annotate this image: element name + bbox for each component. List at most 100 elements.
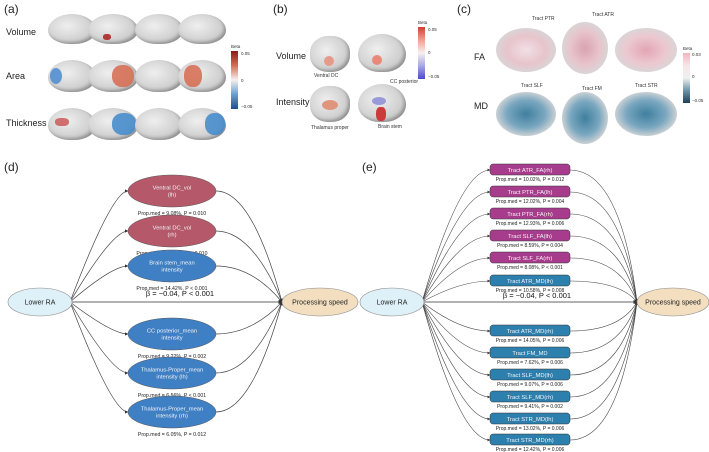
mediator-node-e-10: [489, 412, 571, 425]
panel-d-label: (d): [4, 160, 19, 174]
label-ventral-dc: Ventral DC: [314, 73, 339, 79]
mediator-node-e-5: [489, 274, 571, 287]
mediator-stat-e-1: Prop.med = 12.02%, P = 0.004: [496, 199, 565, 205]
edge-e-out-2: [569, 213, 638, 303]
mediator-label-d-5: intensity (rh): [156, 413, 188, 419]
mediator-label-e-2: Tract PTR_FA(rh): [507, 212, 553, 218]
edge-d-out-4: [215, 301, 283, 374]
thickness-red-highlight: [55, 118, 69, 126]
mediator-stat-e-6: Prop.med = 14.05%, P = 0.006: [496, 338, 565, 344]
diagram-e: Tract ATR_FA(rh)Prop.med = 10.02%, P = 0…: [359, 163, 709, 452]
edge-e-in-7: [421, 301, 491, 355]
edge-d-out-0: [215, 190, 283, 303]
colorbar-b: [418, 27, 425, 79]
mediator-stat-e-4: Prop.med = 8.08%, P < 0.001: [497, 265, 563, 271]
edge-d-in-0: [69, 189, 129, 303]
mediator-stat-e-3: Prop.med = 8.59%, P = 0.004: [497, 243, 563, 249]
row-label-fa: FA: [474, 52, 486, 62]
mediator-node-e-4: [489, 251, 571, 264]
edge-e-out-7: [569, 301, 638, 354]
area-red-highlight: [112, 65, 134, 87]
node-processing-speed-d-label: Processing speed: [292, 300, 348, 307]
volume-highlight: [103, 34, 111, 40]
mediator-label-e-3: Tract SLF_FA(lh): [508, 234, 552, 240]
area-red-highlight-rh: [184, 65, 202, 87]
label-brain-stem: Brain stem: [378, 124, 402, 130]
edge-d-out-1: [215, 230, 283, 303]
mediator-node-d-5: [127, 395, 217, 429]
mediator-node-e-1: [489, 185, 571, 198]
mediator-stat-e-8: Prop.med = 9.07%, P = 0.006: [497, 382, 563, 388]
brain-stem-highlight: [376, 107, 386, 121]
mediator-node-d-0: [127, 174, 217, 208]
colorbar-a-title: Beta: [231, 44, 241, 49]
colorbar-a-zero: 0: [241, 78, 244, 83]
node-lower-ra-e-label: Lower RA: [377, 300, 408, 307]
brain-md-right: [615, 92, 677, 136]
edge-e-in-3: [421, 234, 491, 303]
mediator-label-e-6: Tract ATR_MD(rh): [507, 329, 554, 335]
mediator-stat-e-9: Prop.med = 9.41%, P = 0.002: [497, 404, 563, 410]
edge-e-in-8: [421, 301, 491, 377]
brain-md-left: [496, 92, 556, 136]
sagittal-volume-highlight: [372, 55, 382, 65]
node-lower-ra-d-label: Lower RA: [25, 300, 56, 307]
mediator-label-d-3: CC posterior_mean: [147, 329, 197, 335]
mediator-label-e-5: Tract ATR_MD(lh): [507, 279, 553, 285]
edge-e-out-4: [569, 257, 638, 303]
node-processing-speed-e-label: Processing speed: [645, 300, 701, 307]
edge-e-in-11: [421, 301, 491, 442]
direct-effect-e: β = −0.04, P < 0.001: [503, 291, 571, 300]
mediator-stat-e-7: Prop.med = 7.62%, P = 0.006: [497, 360, 563, 366]
edge-d-out-3: [215, 301, 283, 335]
ventral-dc-highlight: [324, 56, 334, 66]
edge-d-in-3: [69, 301, 129, 336]
edge-e-in-0: [421, 168, 491, 303]
colorbar-c-title: Beta: [683, 46, 693, 51]
colorbar-a-max: 0.05: [241, 51, 250, 56]
mediator-label-d-0: (lh): [168, 192, 176, 198]
mediator-label-d-3: intensity: [161, 335, 182, 341]
edge-e-in-2: [421, 212, 491, 303]
mediator-label-e-4: Tract SLF_FA(rh): [508, 256, 553, 262]
mediator-stat-e-10: Prop.med = 13.02%, P = 0.006: [496, 426, 565, 432]
panel-c-label: (c): [457, 2, 471, 16]
edge-e-out-1: [569, 191, 639, 303]
node-processing-speed-d: [281, 287, 359, 317]
brain-coronal-volume: [310, 36, 350, 72]
cc-posterior-highlight: [372, 97, 386, 105]
row-label-area: Area: [6, 71, 26, 81]
mediator-node-d-3: [127, 317, 217, 351]
edge-d-in-1: [69, 229, 129, 303]
panel-e-label: (e): [362, 160, 377, 174]
mediator-node-e-2: [489, 207, 571, 220]
mediator-label-e-8: Tract SLF_MD(lh): [507, 373, 553, 379]
mediator-node-e-11: [489, 433, 571, 446]
row-label-b-volume: Volume: [276, 51, 307, 61]
thalamus-highlight: [322, 100, 338, 110]
colorbar-c: [683, 53, 690, 103]
mediator-node-e-3: [489, 229, 571, 242]
mediator-label-d-4: intensity (lh): [156, 374, 187, 380]
row-label-volume: Volume: [6, 27, 37, 37]
mediator-stat-d-2: Prop.med = 14.42%, P < 0.001: [136, 286, 207, 292]
edge-e-out-3: [569, 235, 638, 303]
row-label-b-intensity: Intensity: [276, 97, 310, 107]
mediator-stat-e-0: Prop.med = 10.02%, P = 0.012: [496, 177, 565, 183]
brain-sagittal-volume: [358, 34, 406, 72]
mediator-node-d-1: [127, 214, 217, 248]
thickness-blue-highlight: [112, 113, 136, 135]
diagram-d: Ventral DC_vol(lh)Prop.med = 9.08%, P = …: [7, 174, 359, 438]
mediator-label-e-9: Tract SLF_MD(rh): [507, 395, 554, 401]
edge-e-in-6: [421, 301, 491, 333]
brain-volume-rh-lateral: [135, 14, 183, 44]
brain-fa-right: [615, 28, 677, 72]
edge-e-out-10: [569, 301, 639, 420]
colorbar-c-zero: 0: [692, 74, 695, 79]
edge-e-in-4: [421, 256, 491, 303]
mediator-label-d-4: Thalamus-Proper_mean: [141, 368, 204, 374]
mediator-node-e-7: [489, 346, 571, 359]
edge-e-out-5: [569, 280, 638, 303]
mediator-node-e-8: [489, 368, 571, 381]
